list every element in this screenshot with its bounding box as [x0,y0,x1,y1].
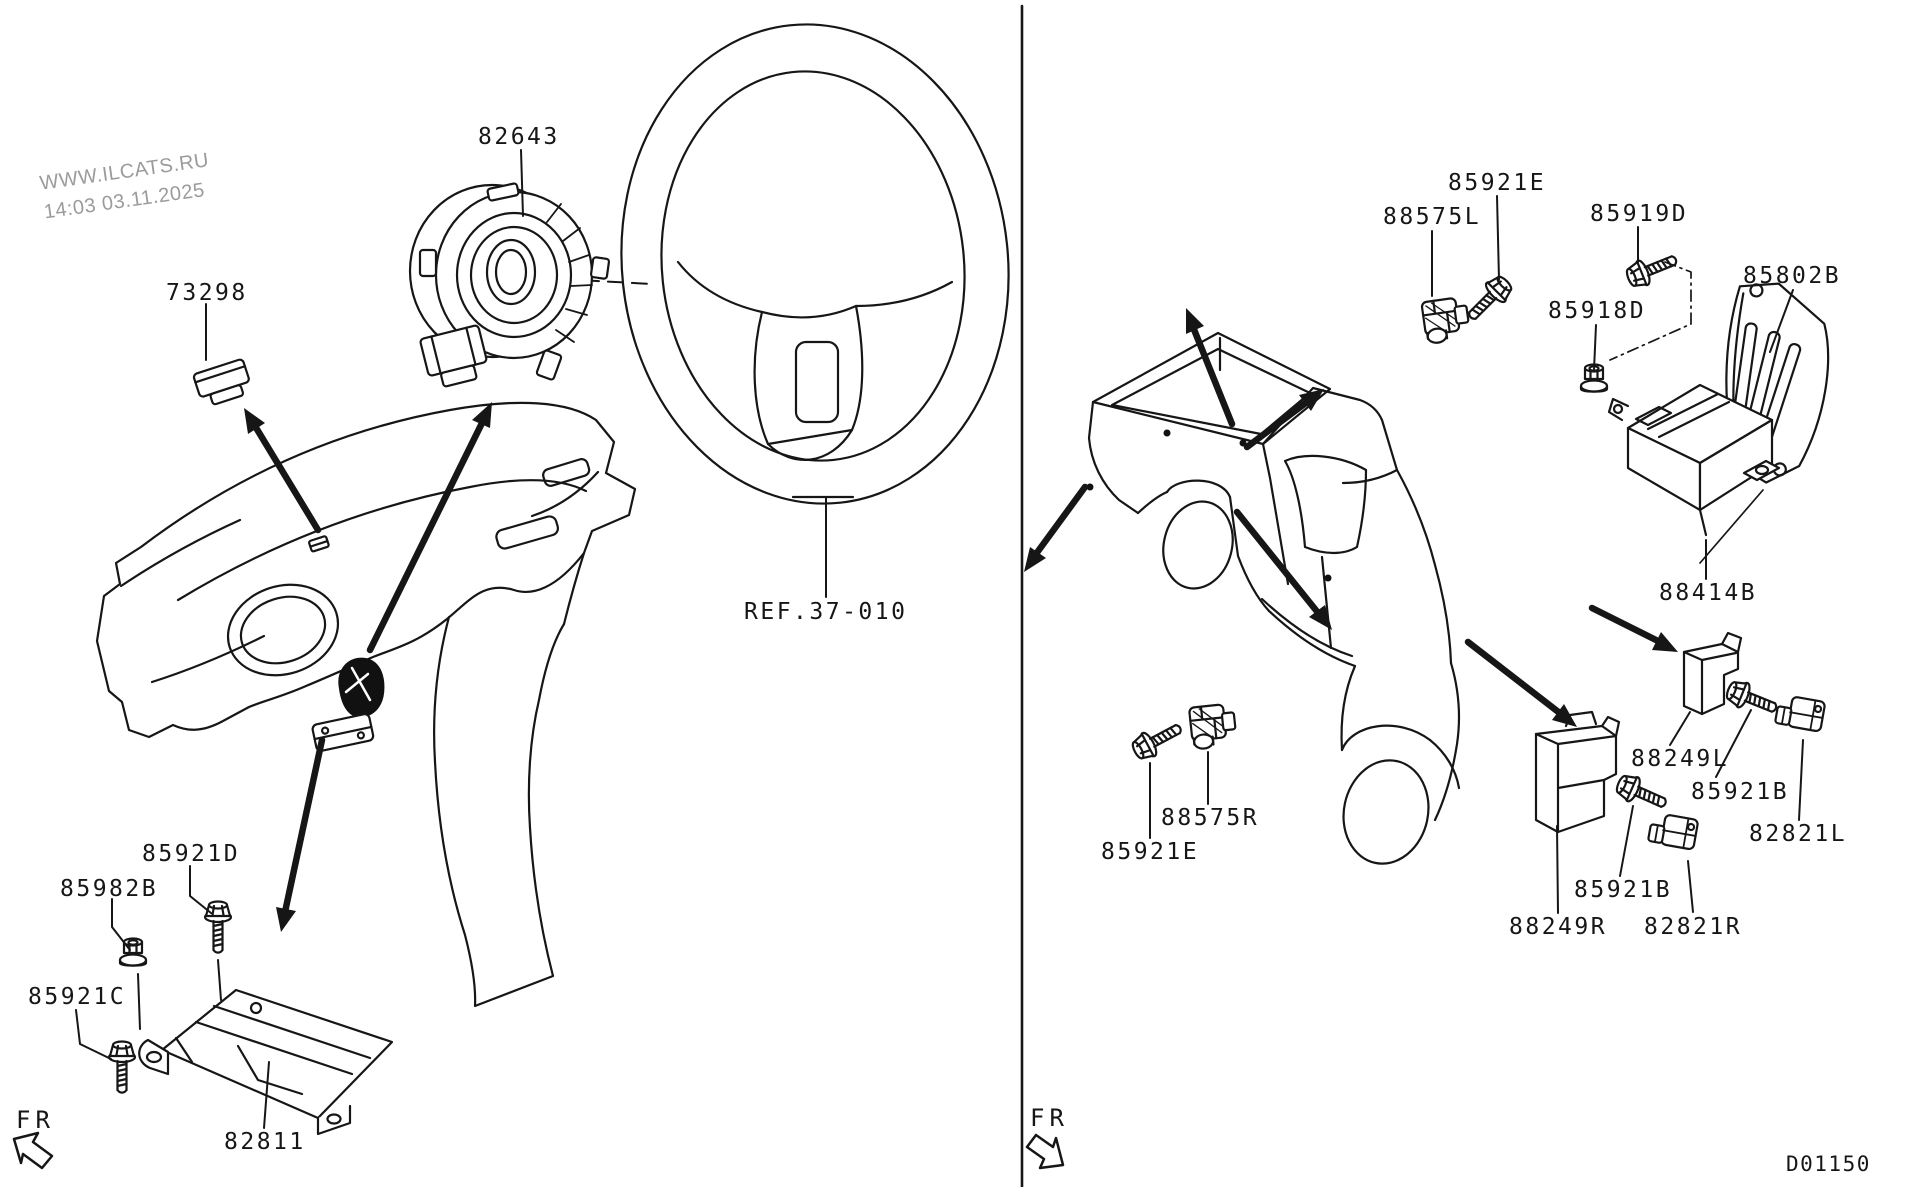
part-label-85918d: 85918D [1548,298,1647,324]
part-label-88414b: 88414B [1659,580,1758,606]
fr-direction-arrow-right-icon [1025,1133,1065,1170]
truck-drawing [1086,331,1461,865]
part-label-ref-37-010: REF.37-010 [744,599,908,625]
part-label-82821r: 82821R [1644,914,1743,940]
bolt-85921c-drawing [107,1040,137,1094]
part-label-85919d: 85919D [1590,201,1689,227]
arrow-to-88414b [1243,389,1324,451]
arrow-to-srs-unit [276,736,326,932]
srs-unit-82811-drawing [138,988,394,1136]
clock-spring-82643-drawing [408,182,611,388]
part-label-85921e-front: 85921E [1448,170,1547,196]
part-label-88575l: 88575L [1383,204,1482,230]
location-arrows-left [244,402,492,932]
sensor-location-dots [1086,429,1332,582]
fr-direction-arrow-left-icon [12,1131,54,1170]
clip-73298-drawing [192,358,250,406]
arrow-to-clip-73298 [244,408,322,534]
fr-label-left: FR [16,1106,55,1134]
left-panel-artwork [12,23,1010,1170]
arrow-to-sill [1233,508,1332,630]
bolt-85921e-front-drawing [1460,270,1518,328]
part-label-82643: 82643 [478,124,560,150]
part-label-85921b-right: 85921B [1574,877,1673,903]
part-label-88249r: 88249R [1509,914,1608,940]
part-label-85921b-left: 85921B [1691,779,1790,805]
bracket-88249r-drawing [1534,710,1621,834]
bolt-85921e-rear-drawing [1127,715,1188,765]
arrow-to-clock-spring [366,402,492,654]
bolt-85919d-drawing [1622,246,1682,292]
sensor-82821l-drawing [1773,693,1827,733]
part-label-85802b: 85802B [1743,263,1842,289]
control-unit-88414b-drawing [1607,383,1781,537]
right-panel-artwork [1024,195,1830,1170]
bolt-85921b-left-drawing [1722,676,1782,722]
part-label-88249l: 88249L [1631,746,1730,772]
part-label-85921d: 85921D [142,841,241,867]
bracket-88249l-drawing [1682,631,1743,716]
leader-lines-left [75,149,827,1129]
steering-wheel-drawing [559,23,1010,505]
leader-lines-right [1149,195,1804,914]
arrow-to-88575r [1024,483,1089,572]
part-label-82821l: 82821L [1749,821,1848,847]
part-label-73298: 73298 [166,280,248,306]
side-sensor-88575r-drawing [1187,702,1239,751]
arrow-to-88575l [1186,308,1236,428]
part-label-82811: 82811 [224,1129,306,1155]
part-label-85921c: 85921C [28,984,127,1010]
diagram-code: D01150 [1786,1152,1871,1176]
location-arrows-right [1024,308,1678,727]
part-label-85921e-rear: 85921E [1101,839,1200,865]
part-label-88575r: 88575R [1161,805,1260,831]
side-sensor-88575l-drawing [1420,295,1472,346]
dashboard-drawing [95,401,637,1008]
sensor-82821r-drawing [1646,811,1700,851]
fr-label-right: FR [1030,1104,1069,1132]
bolt-85921d-drawing [203,900,233,954]
arrow-to-88249r [1464,638,1577,727]
arrow-to-88249l [1588,604,1678,652]
part-label-85982b: 85982B [60,876,159,902]
bolt-85921b-right-drawing [1612,769,1672,817]
